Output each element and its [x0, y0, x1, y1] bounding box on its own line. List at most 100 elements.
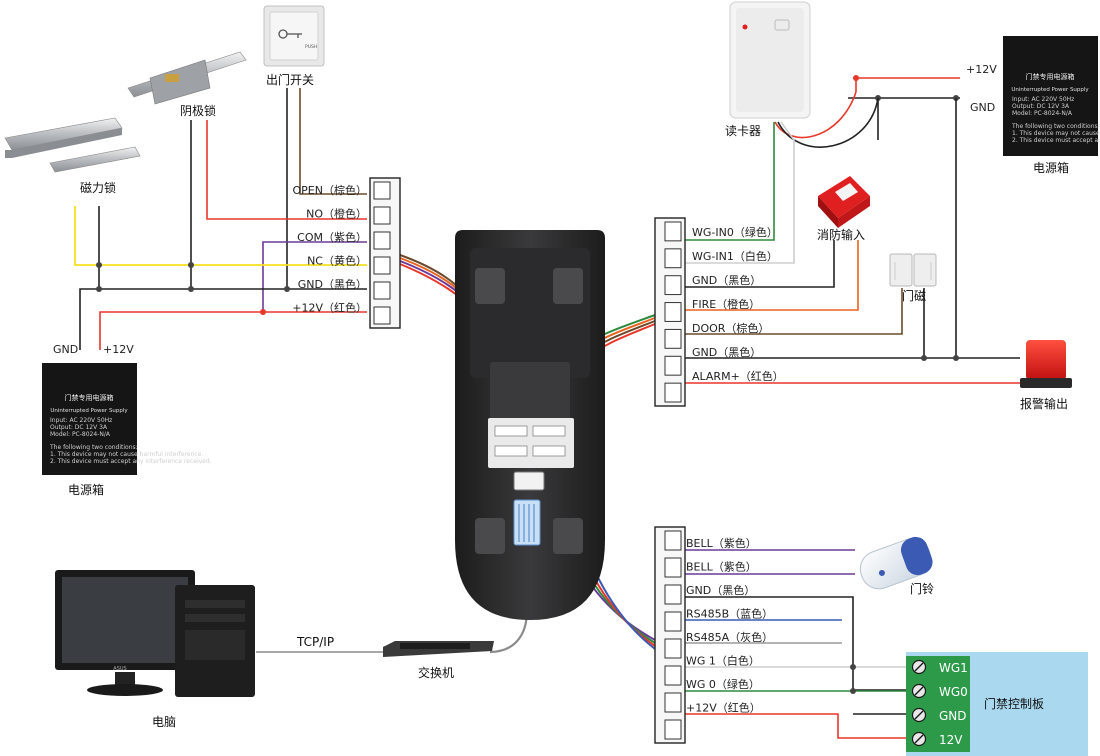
terminal-label: GND（黑色）: [692, 345, 761, 359]
terminal-label: +12V（红色）: [292, 301, 367, 315]
power-box-left: 门禁专用电源箱 Uninterrupted Power Supply Input…: [42, 343, 212, 497]
terminal-slot: [373, 306, 391, 325]
terminal-block-right-bottom: [654, 526, 686, 744]
computer: ASUS 电脑: [55, 570, 255, 729]
terminal-slot: [373, 281, 391, 300]
terminal-labels-right-bottom: BELL（紫色）BELL（紫色）GND（黑色）RS485B（蓝色）RS485A（…: [686, 536, 773, 715]
terminal-slot: [664, 557, 682, 578]
power-right-caption: 电源箱: [1033, 160, 1069, 175]
power-left-title-cn: 门禁专用电源箱: [65, 393, 114, 402]
magnetic-lock-caption: 磁力锁: [80, 180, 116, 195]
power-left-caption: 电源箱: [68, 482, 104, 497]
terminal-label: BELL（紫色）: [686, 536, 757, 550]
board-pin-label: WG0: [939, 685, 968, 699]
terminal-label: BELL（紫色）: [686, 560, 757, 574]
fire-input-caption: 消防输入: [817, 227, 865, 242]
terminal-slot: [664, 665, 682, 686]
screw-slot: [914, 734, 924, 744]
fire-input: 消防输入: [817, 176, 870, 242]
terminal-slot: [664, 584, 682, 605]
terminal-label: GND（黑色）: [692, 273, 761, 287]
alarm-output: 报警输出: [1020, 340, 1072, 411]
terminal-slot: [664, 221, 682, 242]
terminal-labels-right-top: WG-IN0（绿色）WG-IN1（白色）GND（黑色）FIRE（橙色）DOOR（…: [692, 225, 784, 383]
power-right-spec-model: Model: PC-8024-N/A: [1012, 110, 1073, 117]
power-right-title-cn: 门禁专用电源箱: [1026, 72, 1075, 81]
strike-lock-caption: 阴极锁: [180, 103, 216, 118]
terminal-label: GND（黑色）: [686, 583, 755, 597]
terminal-slot: [664, 638, 682, 659]
doorbell-caption: 门铃: [910, 581, 934, 596]
power-box-right: 门禁专用电源箱 Uninterrupted Power Supply Input…: [966, 36, 1100, 175]
terminal-label: FIRE（橙色）: [692, 297, 760, 311]
terminal-slot: [664, 382, 682, 403]
switch-caption: 交换机: [418, 665, 454, 680]
terminal-slot: [373, 206, 391, 225]
power-left-spec-input: Input: AC 220V 50Hz: [50, 417, 112, 424]
terminal-label: OPEN（棕色）: [293, 183, 367, 197]
board-pin-label: 12V: [939, 733, 963, 747]
power-left-note-head: The following two conditions:: [49, 444, 138, 451]
power-left-title-en: Uninterrupted Power Supply: [50, 408, 128, 414]
power-right-note-1: 1. This device may not cause harmful int…: [1012, 130, 1100, 137]
board-pin-label: WG1: [939, 661, 968, 675]
exit-button-plate-text: PUSH: [305, 44, 317, 50]
terminal-slot: [664, 302, 682, 322]
terminal-slot: [664, 719, 682, 740]
door-magnet: 门磁: [889, 253, 937, 303]
alarm-output-caption: 报警输出: [1020, 396, 1068, 411]
power-right-plus12: +12V: [966, 63, 997, 76]
terminal-label: COM（紫色）: [297, 230, 367, 244]
right-top-wiring: [685, 75, 1020, 384]
magnetic-lock: 磁力锁: [4, 117, 141, 195]
terminal-label: WG-IN0（绿色）: [692, 225, 778, 239]
power-right-note-head: The following two conditions:: [1011, 123, 1100, 130]
terminal-label: NO（橙色）: [306, 207, 367, 221]
terminal-block-left: [369, 177, 401, 329]
computer-brand: ASUS: [113, 666, 126, 672]
terminal-block-body: [369, 177, 401, 329]
terminal-label: WG 1（白色）: [686, 654, 760, 668]
screw-slot: [914, 662, 924, 672]
access-board-caption: 门禁控制板: [984, 696, 1044, 711]
power-left-plus12: +12V: [103, 343, 134, 356]
power-right-spec-output: Output: DC 12V 3A: [1012, 103, 1070, 110]
strike-lock: 阴极锁: [127, 51, 247, 118]
terminal-label: NC（黄色）: [307, 254, 367, 268]
power-left-note-2: 2. This device must accept any interfere…: [50, 458, 212, 465]
terminal-label: GND（黑色）: [298, 277, 367, 291]
power-right-title-en: Uninterrupted Power Supply: [1011, 87, 1089, 93]
terminal-slot: [373, 231, 391, 250]
terminal-slot: [664, 328, 682, 349]
power-right-spec-input: Input: AC 220V 50Hz: [1012, 96, 1074, 103]
right-bottom-wiring: [682, 549, 918, 739]
left-wiring: [74, 88, 367, 350]
terminal-slot: [664, 355, 682, 376]
card-reader: 读卡器: [725, 1, 811, 138]
network-switch: 交换机: [383, 641, 494, 680]
terminal-block-right-top: [654, 217, 686, 407]
terminal-label: +12V（红色）: [686, 701, 761, 715]
access-control-board: 门禁控制板: [906, 652, 1088, 756]
key-icon: [278, 29, 302, 39]
terminal-label: WG-IN1（白色）: [692, 249, 778, 263]
terminal-label: WG 0（绿色）: [686, 677, 760, 691]
computer-caption: 电脑: [152, 715, 176, 729]
terminal-slot: [373, 256, 391, 275]
card-reader-caption: 读卡器: [725, 124, 761, 138]
terminal-slot: [664, 692, 682, 713]
terminal-labels-left: OPEN（棕色） NO（橙色） COM（紫色） NC（黄色） GND（黑色） +12V（红…: [292, 183, 367, 315]
power-right-note-2: 2. This device must accept any interfere…: [1012, 137, 1100, 144]
terminal-slot: [664, 248, 682, 269]
access-terminal: [455, 230, 605, 620]
terminal-slot: [664, 275, 682, 296]
power-left-note-1: 1. This device may not cause harmful int…: [50, 451, 203, 458]
power-left-spec-model: Model: PC-8024-N/A: [50, 431, 111, 438]
terminal-label: RS485A（灰色）: [686, 630, 773, 644]
screw-slot: [914, 710, 924, 720]
terminal-slot: [664, 611, 682, 632]
power-right-gnd: GND: [970, 101, 995, 114]
screw-slot: [914, 686, 924, 696]
terminal-slot: [664, 530, 682, 551]
